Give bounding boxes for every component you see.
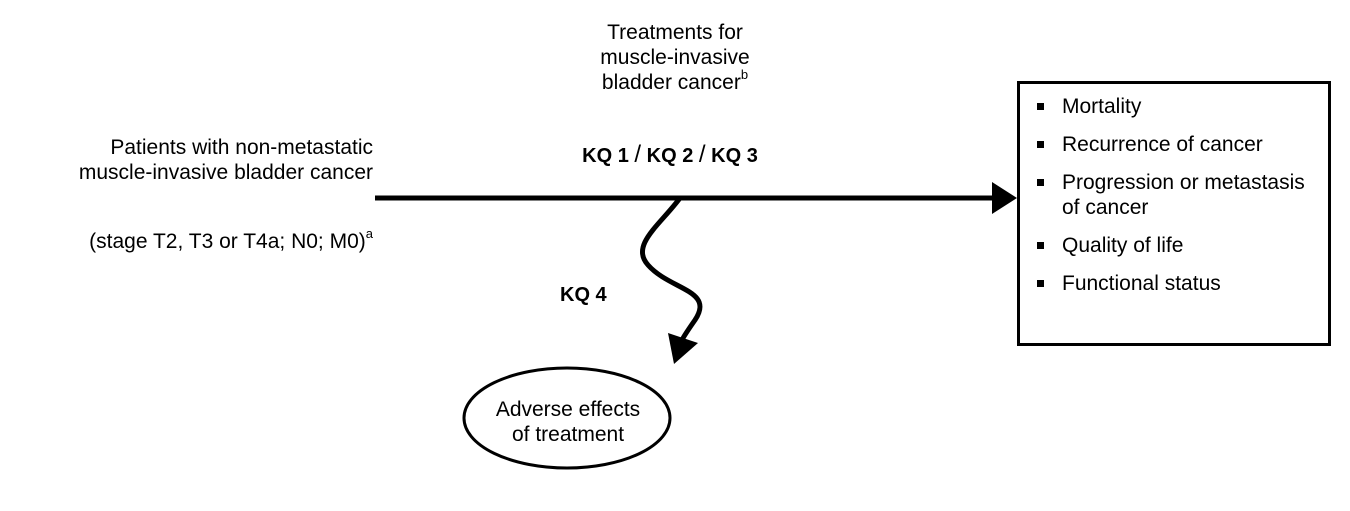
bullet-icon bbox=[1037, 103, 1044, 110]
kq-separator-1: / bbox=[634, 141, 642, 168]
kq1-label: KQ 1 bbox=[582, 145, 629, 167]
population-line-1: Patients with non-metastatic bbox=[110, 136, 373, 159]
adverse-line-2: of treatment bbox=[511, 423, 625, 446]
main-arrowhead bbox=[992, 182, 1017, 214]
kq3-label: KQ 3 bbox=[711, 145, 758, 167]
bullet-icon bbox=[1037, 179, 1044, 186]
adverse-effects-label: Adverse effects of treatment bbox=[478, 397, 658, 447]
treatments-line-3-text: bladder cancer bbox=[601, 71, 741, 94]
kq2-label: KQ 2 bbox=[646, 145, 694, 167]
population-stage: (stage T2, T3 or T4a; N0; M0)a bbox=[20, 226, 373, 254]
adverse-arrowhead bbox=[668, 333, 698, 364]
adverse-ellipse bbox=[462, 366, 672, 470]
kq-separator-2: / bbox=[698, 141, 706, 168]
treatments-label: Treatments for muscle-invasive bladder c… bbox=[575, 20, 775, 95]
population-label: Patients with non-metastatic muscle-inva… bbox=[20, 135, 373, 185]
outcome-item-mortality: Mortality bbox=[1037, 94, 1312, 119]
adverse-line-1: Adverse effects bbox=[495, 398, 641, 421]
outcome-item-label: Mortality bbox=[1062, 95, 1142, 118]
kq4-label: KQ 4 bbox=[560, 284, 607, 306]
outcomes-list: Mortality Recurrence of cancer Progressi… bbox=[1037, 94, 1312, 309]
outcome-item-progression: Progression or metastasis of cancer bbox=[1037, 170, 1312, 220]
outcome-item-label: Functional status bbox=[1062, 272, 1221, 295]
bullet-icon bbox=[1037, 280, 1044, 287]
bullet-icon bbox=[1037, 242, 1044, 249]
treatments-line-3: bladder cancerb bbox=[575, 67, 775, 95]
outcome-item-label: Recurrence of cancer bbox=[1062, 133, 1263, 156]
outcomes-box: Mortality Recurrence of cancer Progressi… bbox=[1017, 81, 1331, 346]
population-line-2: muscle-invasive bladder cancer bbox=[78, 161, 373, 184]
outcome-item-label: Quality of life bbox=[1062, 234, 1184, 257]
treatments-line-2: muscle-invasive bbox=[600, 46, 750, 69]
outcome-item-quality-of-life: Quality of life bbox=[1037, 233, 1312, 258]
treatments-footnote: b bbox=[740, 67, 749, 82]
outcome-item-label: Progression or metastasis of cancer bbox=[1062, 171, 1305, 219]
adverse-curved-arrow bbox=[640, 196, 703, 342]
outcome-item-functional-status: Functional status bbox=[1037, 271, 1312, 296]
treatments-line-1: Treatments for bbox=[607, 21, 743, 44]
outcome-item-recurrence: Recurrence of cancer bbox=[1037, 132, 1312, 157]
population-stage-text: (stage T2, T3 or T4a; N0; M0) bbox=[89, 230, 366, 253]
bullet-icon bbox=[1037, 141, 1044, 148]
population-footnote: a bbox=[365, 226, 373, 241]
key-questions-main: KQ 1 / KQ 2 / KQ 3 bbox=[520, 142, 820, 169]
